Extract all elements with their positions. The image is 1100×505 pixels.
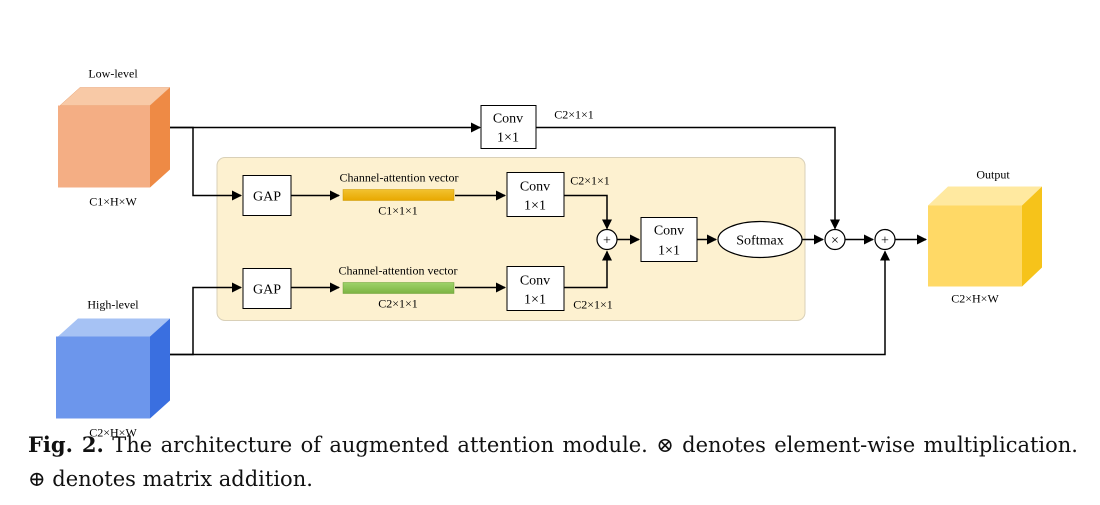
high-level-block: High-level C2×H×W bbox=[56, 298, 170, 440]
conv-box-high bbox=[506, 266, 565, 311]
add-symbol-1: + bbox=[603, 234, 611, 249]
merge-conv-line1: Conv bbox=[654, 224, 684, 239]
top-conv-line2: 1×1 bbox=[497, 131, 519, 146]
gap-label-high: GAP bbox=[253, 283, 281, 298]
figure-caption: Fig. 2. The architecture of augmented at… bbox=[28, 428, 1078, 496]
arrow-conv-low-to-add bbox=[564, 194, 612, 230]
merge-conv-line2: 1×1 bbox=[658, 244, 680, 259]
conv-high-line1: Conv bbox=[520, 274, 550, 289]
conv-low-line2: 1×1 bbox=[524, 199, 546, 214]
vector-label-low: Channel-attention vector bbox=[340, 171, 459, 185]
add-symbol-2: + bbox=[881, 234, 889, 249]
top-conv-box bbox=[480, 105, 537, 149]
high-level-dims: C2×H×W bbox=[89, 426, 137, 440]
top-conv-dims: C2×1×1 bbox=[554, 108, 594, 122]
low-level-block: Low-level C1×H×W bbox=[58, 67, 171, 209]
conv-high-dims: C2×1×1 bbox=[573, 298, 613, 312]
top-conv-line1: Conv bbox=[493, 112, 523, 127]
multiply-symbol: × bbox=[831, 234, 839, 249]
output-dims: C2×H×W bbox=[951, 292, 999, 306]
caption-prefix: Fig. 2. bbox=[28, 432, 104, 457]
low-level-label: Low-level bbox=[88, 67, 138, 81]
arrow-conv-high-to-add bbox=[564, 250, 612, 289]
output-label: Output bbox=[976, 168, 1010, 182]
softmax-label: Softmax bbox=[736, 234, 783, 249]
conv-box-low bbox=[506, 172, 565, 217]
arrow-high-to-final-add bbox=[170, 250, 890, 356]
gap-box-low bbox=[242, 175, 292, 216]
conv-low-line1: Conv bbox=[520, 180, 550, 195]
high-level-label: High-level bbox=[87, 298, 139, 312]
arrow-low-to-gap bbox=[170, 126, 242, 201]
caption-text: The architecture of augmented attention … bbox=[28, 433, 1078, 491]
low-level-dims: C1×H×W bbox=[89, 195, 137, 209]
channel-vector-low bbox=[342, 189, 455, 201]
conv-low-dims: C2×1×1 bbox=[570, 174, 610, 188]
output-block: Output C2×H×W bbox=[928, 168, 1042, 306]
vector-dims-high: C2×1×1 bbox=[378, 297, 418, 311]
gap-label-low: GAP bbox=[253, 190, 281, 205]
channel-vector-high bbox=[342, 282, 455, 294]
vector-dims-low: C1×1×1 bbox=[378, 204, 418, 218]
gap-box-high bbox=[242, 268, 292, 309]
conv-high-line2: 1×1 bbox=[524, 293, 546, 308]
merge-conv-box bbox=[640, 217, 698, 262]
vector-label-high: Channel-attention vector bbox=[339, 264, 458, 278]
arrow-top-conv-to-multiply bbox=[536, 126, 840, 230]
